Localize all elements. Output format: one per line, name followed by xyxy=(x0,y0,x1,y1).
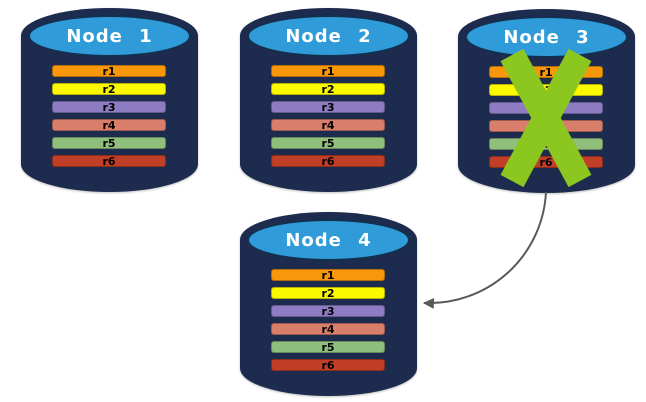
node-4-cylinder-top: Node 4 xyxy=(247,219,410,261)
node-1-row-r3: r3 xyxy=(52,101,166,113)
node-4-row-r6: r6 xyxy=(271,359,385,371)
node-3-cylinder: Node 3 r1 r2 r3 r4 r5 r6 xyxy=(458,9,635,193)
node-1-title: Node 1 xyxy=(66,25,153,47)
node-4-row-r5: r5 xyxy=(271,341,385,353)
node-2-row-r3: r3 xyxy=(271,101,385,113)
node-1-row-r4: r4 xyxy=(52,119,166,131)
node-2-row-r6: r6 xyxy=(271,155,385,167)
node-1-row-r6: r6 xyxy=(52,155,166,167)
node-2-row-r2: r2 xyxy=(271,83,385,95)
node-1-cylinder: Node 1 r1 r2 r3 r4 r5 r6 xyxy=(21,8,198,192)
node-2-row-r5: r5 xyxy=(271,137,385,149)
node-4-cylinder: Node 4 r1 r2 r3 r4 r5 r6 xyxy=(240,212,417,396)
x-mark-icon xyxy=(500,49,592,188)
node-4-row-r1: r1 xyxy=(271,269,385,281)
node-3-title: Node 3 xyxy=(503,26,590,48)
node-4-row-r2: r2 xyxy=(271,287,385,299)
node-2-row-r1: r1 xyxy=(271,65,385,77)
node-2-title: Node 2 xyxy=(285,25,372,47)
node-3-cylinder-top: Node 3 xyxy=(465,16,628,58)
node-1-row-r5: r5 xyxy=(52,137,166,149)
node-1-row-r2: r2 xyxy=(52,83,166,95)
node-1-rows: r1 r2 r3 r4 r5 r6 xyxy=(52,65,166,173)
node-2-row-r4: r4 xyxy=(271,119,385,131)
failover-arrow xyxy=(422,191,547,309)
node-2-cylinder-top: Node 2 xyxy=(247,15,410,57)
node-2-rows: r1 r2 r3 r4 r5 r6 xyxy=(271,65,385,173)
node-4-title: Node 4 xyxy=(285,229,372,251)
node-4-row-r3: r3 xyxy=(271,305,385,317)
x-mark-stroke-2 xyxy=(500,49,592,188)
failover-arrow-path xyxy=(422,191,547,309)
node-1-row-r1: r1 xyxy=(52,65,166,77)
node-4-row-r4: r4 xyxy=(271,323,385,335)
node-2-cylinder: Node 2 r1 r2 r3 r4 r5 r6 xyxy=(240,8,417,192)
node-4-rows: r1 r2 r3 r4 r5 r6 xyxy=(271,269,385,377)
node-1-cylinder-top: Node 1 xyxy=(28,15,191,57)
